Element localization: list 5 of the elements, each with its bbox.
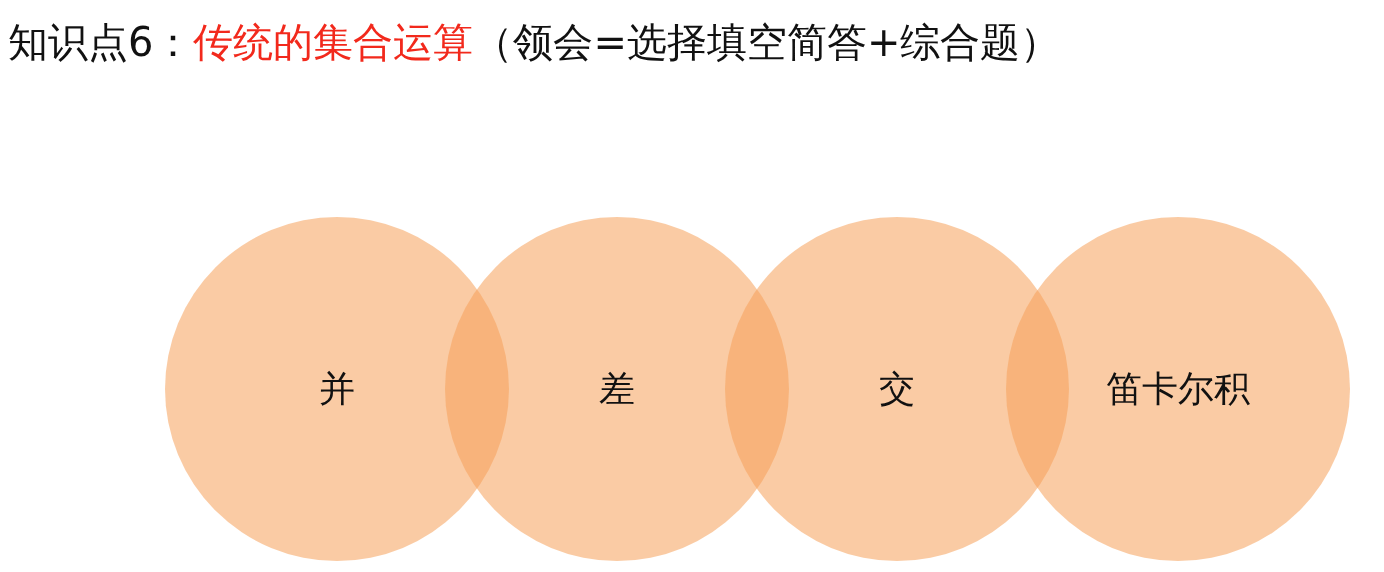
circle-label: 交 (879, 366, 915, 411)
title-heading: 知识点6：传统的集合运算（领会=选择填空简答+综合题） (8, 18, 1061, 67)
circle-label: 并 (319, 366, 355, 411)
circle-label: 差 (599, 366, 635, 411)
circle-label: 笛卡尔积 (1106, 366, 1250, 411)
